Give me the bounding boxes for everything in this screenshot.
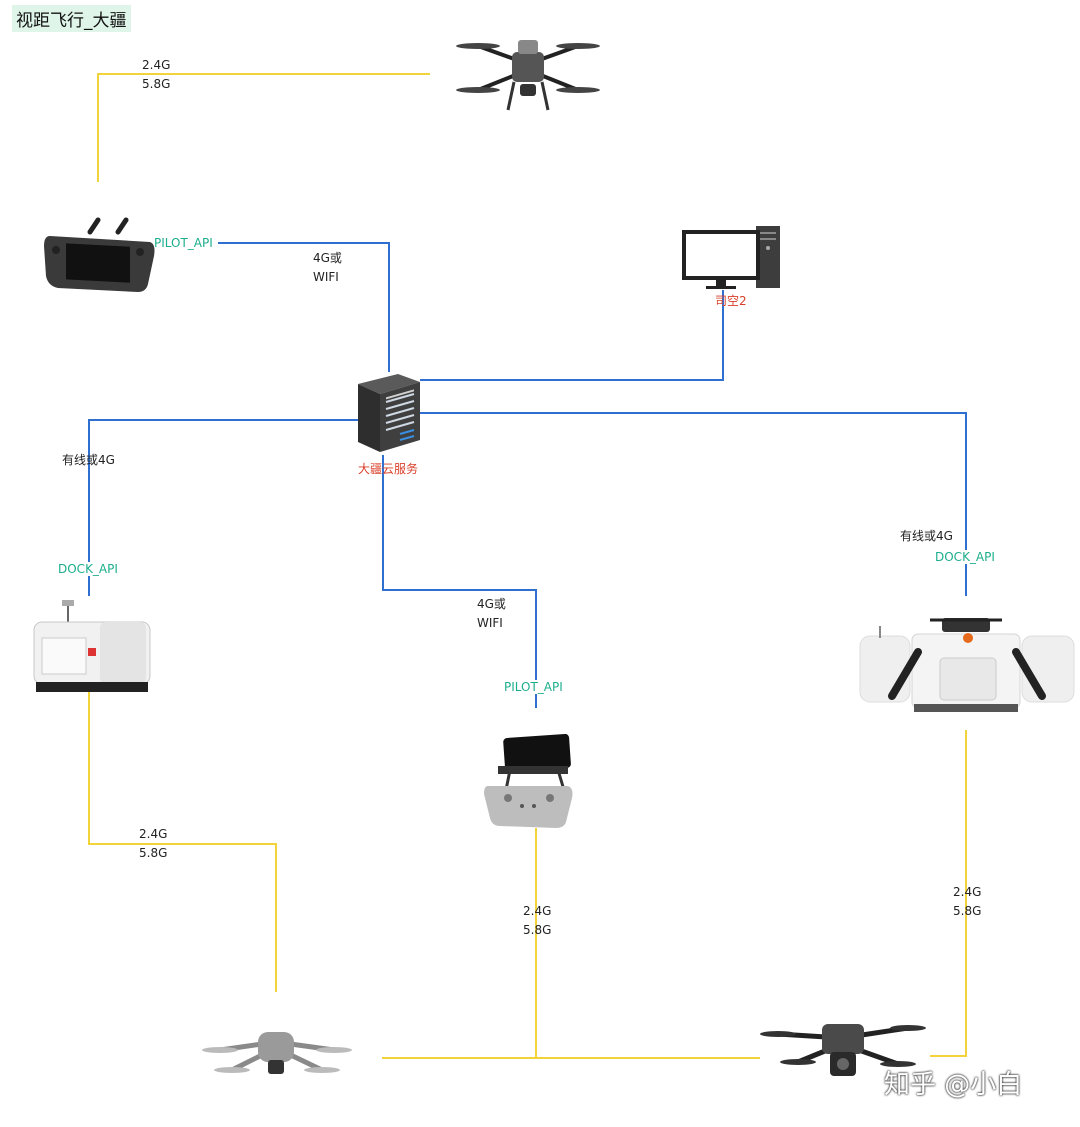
band-label: 5.8G xyxy=(142,77,171,91)
left-wired-label: 有线或4G xyxy=(62,453,115,467)
net-link-left-dock xyxy=(88,419,358,596)
watermark: 知乎 @小白 xyxy=(884,1070,1023,1100)
diagram-title: 视距飞行_大疆 xyxy=(12,5,131,32)
left-rf-label: 2.4G 5.8G xyxy=(139,825,167,863)
band-label: 2.4G xyxy=(139,827,168,841)
center-wireless-label: 4G或 WIFI xyxy=(477,595,506,633)
industrial-drone-icon xyxy=(760,1024,926,1076)
right-wired-label: 有线或4G xyxy=(900,529,953,543)
pilot-api-label-top: PILOT_API xyxy=(154,236,213,250)
link-type-label: 4G或 xyxy=(313,251,342,265)
cloud-service-label: 大疆云服务 xyxy=(358,462,419,476)
link-type-label: WIFI xyxy=(477,616,503,630)
dock-2-icon xyxy=(859,618,1075,712)
rf-link-right xyxy=(930,730,967,1057)
band-label: 5.8G xyxy=(139,846,168,860)
net-link-center-rc xyxy=(382,455,537,708)
band-label: 2.4G xyxy=(523,904,552,918)
phone-remote-controller-icon xyxy=(484,733,573,828)
center-rf-label: 2.4G 5.8G xyxy=(523,902,551,940)
mini-drone-icon xyxy=(202,1032,352,1074)
band-label: 2.4G xyxy=(953,885,982,899)
dock-api-label-right: DOCK_API xyxy=(935,550,995,564)
rf-link-left xyxy=(88,692,277,992)
pilot-api-label-center: PILOT_API xyxy=(504,680,563,694)
band-label: 2.4G xyxy=(142,58,171,72)
pc-label: 司空2 xyxy=(715,294,747,308)
top-rf-label: 2.4G 5.8G xyxy=(142,56,170,94)
link-type-label: WIFI xyxy=(313,270,339,284)
dock-api-label-left: DOCK_API xyxy=(58,562,118,576)
rc-cloud-link-label: 4G或 WIFI xyxy=(313,249,342,287)
net-link-pc xyxy=(420,290,724,381)
right-rf-label: 2.4G 5.8G xyxy=(953,883,981,921)
drone-icon xyxy=(456,40,600,111)
net-link-rc xyxy=(218,242,390,372)
desktop-computer-icon xyxy=(682,226,780,289)
network-links xyxy=(88,242,967,708)
dock-icon xyxy=(33,600,151,692)
server-icon xyxy=(358,374,420,452)
net-link-right-dock xyxy=(420,412,967,596)
rf-link-top xyxy=(97,73,430,182)
band-label: 5.8G xyxy=(953,904,982,918)
link-type-label: 4G或 xyxy=(477,597,506,611)
radio-links xyxy=(88,73,967,1059)
smart-remote-controller-icon xyxy=(44,217,155,292)
band-label: 5.8G xyxy=(523,923,552,937)
